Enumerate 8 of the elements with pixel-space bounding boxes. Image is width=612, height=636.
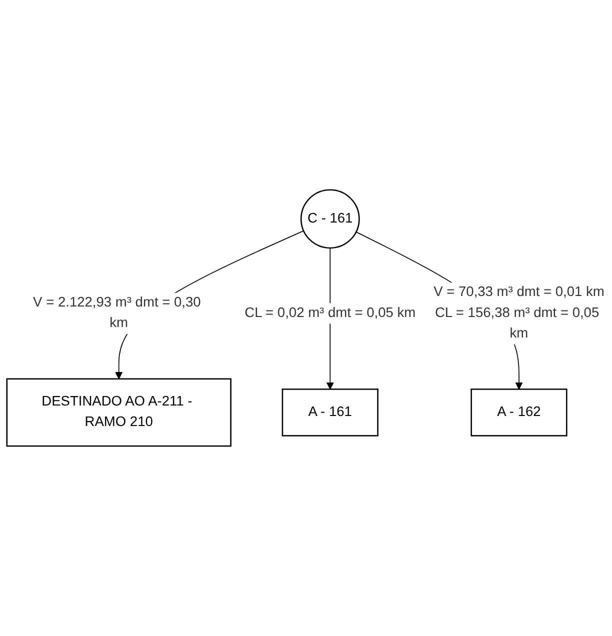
- node-box: A - 161: [282, 388, 378, 436]
- edge-label: CL = 0,02 m³ dmt = 0,05 km: [244, 306, 416, 320]
- edge-label: V = 70,33 m³ dmt = 0,01 km: [434, 285, 604, 300]
- node-circle: C - 161: [300, 189, 360, 249]
- node-box: A - 162: [470, 388, 568, 436]
- node-box: DESTINADO AO A-211 - RAMO 210: [6, 378, 232, 447]
- edge-label: V = 2.122,93 m³ dmt = 0,30 km: [33, 295, 201, 331]
- edge-label: CL = 156,38 m³ dmt = 0,05 km: [434, 306, 600, 342]
